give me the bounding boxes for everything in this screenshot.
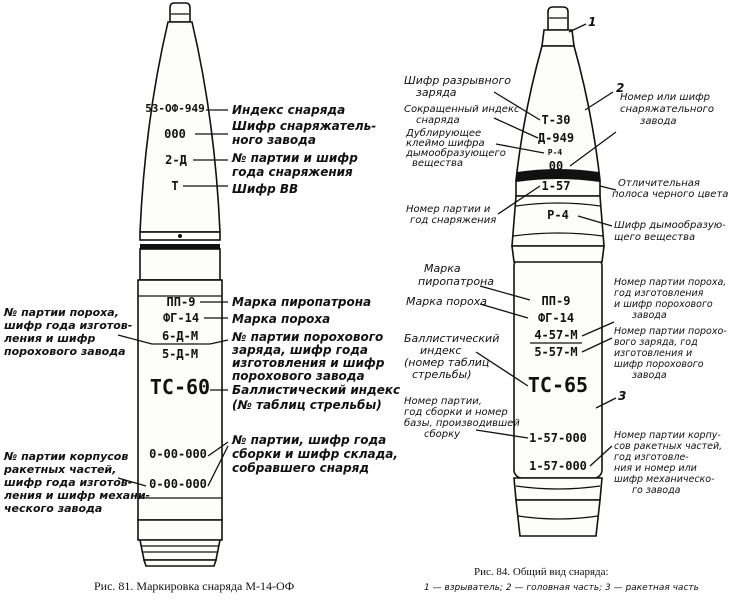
fig81-label-assembly: № партии, шифр года сборки и шифр склада… <box>231 433 402 475</box>
fig84-label-charge-lot: Номер партии порохо- вого заряда, год из… <box>614 326 730 381</box>
fig84-black-stripe <box>516 169 600 182</box>
fig81-mark-squib: ПП-9 <box>167 295 196 309</box>
fig84-mark-ballistic: ТС-65 <box>528 373 588 397</box>
fig84-mark-powder: ФГ-14 <box>538 311 574 325</box>
fig84-legend: 1 — взрыватель; 2 — головная часть; 3 — … <box>424 583 699 593</box>
fig84-label-powder: Марка пороха <box>406 295 487 308</box>
fig84-label-stripe: Отличительная полоса черного цвета <box>612 178 728 200</box>
fig81-label-lot: № партии и шифр года снаряжения <box>231 151 362 179</box>
fig84-mark-burst-code: Т-30 <box>542 113 571 127</box>
fig81-mark-powder-lot-a: 6-Д-М <box>162 329 198 343</box>
fig84-mark-dup-smoke: Р-4 <box>548 148 563 157</box>
fig81-rocket-body <box>137 279 223 521</box>
fig81-label-powder: Марка пороха <box>232 312 330 326</box>
fig84-markings: Т-30 Д-949 Р-4 00 1-57 Р-4 ПП-9 ФГ-14 4-… <box>528 113 588 473</box>
fig84-part-number-3: 3 <box>618 389 626 403</box>
fig84-label-burst-code: Шифр разрывного заряда <box>404 74 514 99</box>
fig84-mark-code-00: 00 <box>549 159 563 173</box>
fig84-label-rocket-parts: Номер партии корпу- сов ракетных частей,… <box>614 430 725 496</box>
fig81-right-labels: Индекс снаряда Шифр снаряжатель- ного за… <box>231 103 404 475</box>
fig84-shell <box>511 6 605 537</box>
fig84-mark-squib: ПП-9 <box>542 294 571 308</box>
fig81-mark-index: 53-ОФ-949 <box>145 102 205 115</box>
fig84-label-lot: Номер партии и год снаряжения <box>406 204 496 226</box>
fig81-mark-assembly-a: 0-00-000 <box>149 447 207 461</box>
fig84-label-ballistic: Баллистический индекс (номер таблиц стре… <box>404 332 503 381</box>
fig81-upper-body <box>139 248 221 281</box>
fig81-mark-explosive: Т <box>171 179 178 193</box>
fig81-shell <box>137 2 223 567</box>
fig84-label-smoke: Шифр дымообразую- щего вещества <box>614 219 729 243</box>
fig81-caption: Рис. 81. Маркировка снаряда М-14-ОФ <box>94 579 294 593</box>
fig84-part-number-2: 2 <box>616 81 624 95</box>
fig84-label-powder-lot: Номер партии пороха, год изготовления и … <box>614 277 729 321</box>
fig84-mark-assembly: 1-57-000 <box>529 431 587 445</box>
fig84-label-dup-smoke: Дублирующее клеймо шифра дымообразующего… <box>405 127 509 169</box>
fig81-mark-lot: 2-Д <box>165 153 187 167</box>
fig81-left-labels: № партии пороха, шифр года изготов- лени… <box>3 306 154 515</box>
fig84-caption: Рис. 84. Общий вид снаряда: <box>474 566 609 578</box>
fig81-label-left-rocket-parts: № партии корпусов ракетных частей, шифр … <box>3 450 154 515</box>
fig81-label-squib: Марка пиропатрона <box>232 295 371 309</box>
fig84-label-fill-code: Номер или шифр снаряжательного завода <box>620 92 717 127</box>
fig84-mark-short-index: Д-949 <box>538 131 574 145</box>
fig84-mark-powder-lot-b: 5-57-М <box>534 345 577 359</box>
fig81-mark-assembly-b: 0-00-000 <box>149 477 207 491</box>
fig81-label-ballistic: Баллистический индекс (№ таблиц стрельбы… <box>232 383 404 412</box>
fig84-mark-smoke: Р-4 <box>547 208 569 222</box>
fig81-leaders <box>117 109 229 487</box>
fig84-part-number-1: 1 <box>588 15 596 29</box>
fig81-black-band <box>140 244 220 249</box>
fig84-mark-rocket-parts: 1-57-000 <box>529 459 587 473</box>
fig84-label-squib: Марка пиропатрона <box>418 262 494 288</box>
fig84-left-labels: Шифр разрывного заряда Сокращенный индек… <box>404 74 523 440</box>
fig84-right-labels: Номер или шифр снаряжательного завода От… <box>612 92 730 496</box>
fig84-mark-powder-lot-a: 4-57-М <box>534 328 577 342</box>
fig81-label-explosive: Шифр ВВ <box>232 182 298 196</box>
fig84-label-assembly: Номер партии, год сборки и номер базы, п… <box>404 396 523 440</box>
fig84-part-numbers: 1 2 3 <box>588 15 626 403</box>
fig81-mark-fill-code: 000 <box>164 127 186 141</box>
fig84-leaders <box>475 23 617 467</box>
fig81-mark-ballistic: ТС-60 <box>150 375 210 399</box>
fig81-label-index: Индекс снаряда <box>232 103 345 117</box>
fig81-mark-powder: ФГ-14 <box>163 311 199 325</box>
fig84-rocket-body <box>513 257 603 479</box>
fig81-label-fill-code: Шифр снаряжатель- ного завода <box>232 119 380 147</box>
fig81-fuze <box>169 2 191 23</box>
fig84-mark-lot: 1-57 <box>542 179 571 193</box>
fig81-label-left-powder-lot: № партии пороха, шифр года изготов- лени… <box>3 306 136 358</box>
fig84-label-short-index: Сокращенный индекс снаряда <box>404 104 523 126</box>
fig81-mark-powder-lot-b: 5-Д-М <box>162 347 198 361</box>
fig81-label-powder-lot: № партии порохового заряда, шифр года из… <box>231 330 389 383</box>
fig81-markings: 53-ОФ-949 000 2-Д Т ПП-9 ФГ-14 6-Д-М 5-Д… <box>145 102 210 491</box>
